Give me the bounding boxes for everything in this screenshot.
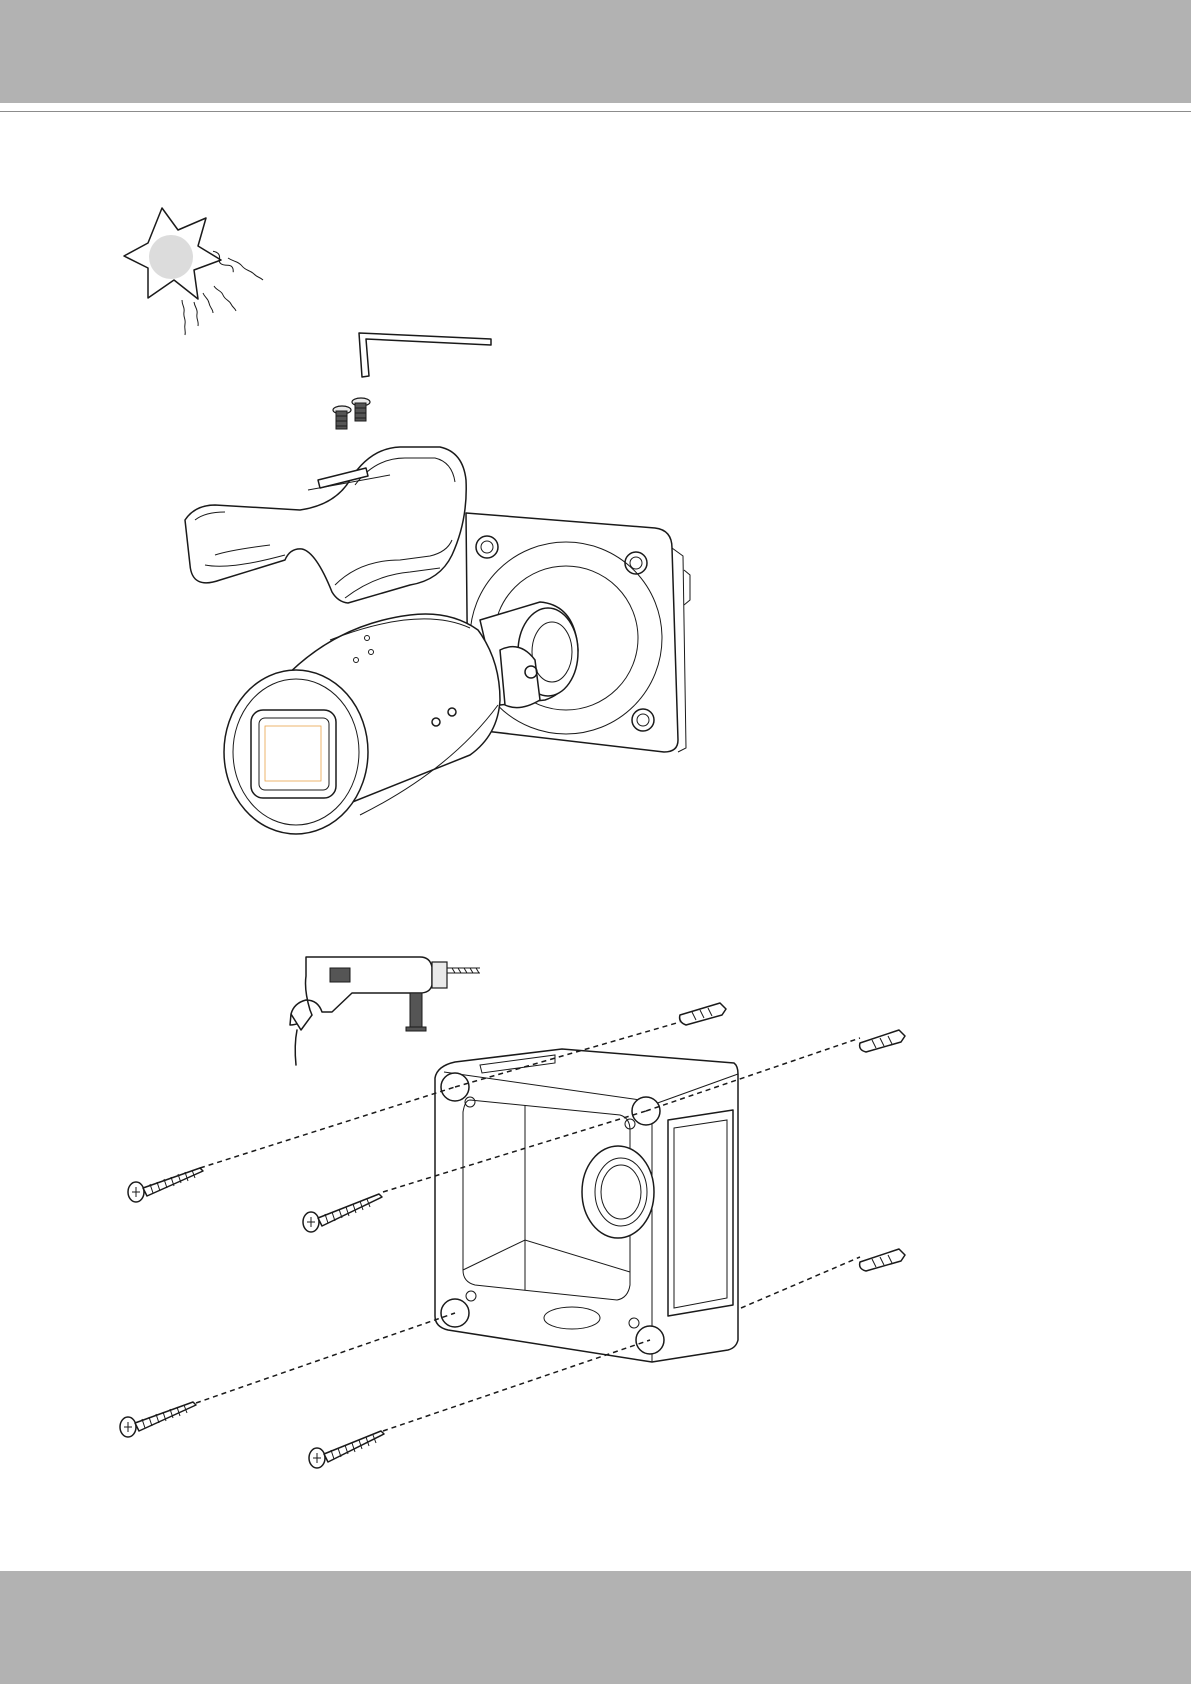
shield-screw-icon bbox=[352, 398, 370, 421]
wood-screw-icon bbox=[120, 1402, 196, 1437]
electric-drill-icon bbox=[290, 957, 480, 1065]
junction-box bbox=[435, 1049, 738, 1362]
allen-wrench-icon bbox=[359, 333, 491, 377]
plastic-anchor-icon bbox=[860, 1249, 905, 1271]
sun-shield bbox=[185, 447, 466, 603]
wood-screw-icon bbox=[128, 1168, 203, 1202]
sun-shield-figure bbox=[124, 208, 690, 834]
bullet-camera bbox=[224, 614, 500, 834]
plastic-anchor-icon bbox=[860, 1030, 905, 1052]
shield-screw-icon bbox=[333, 406, 351, 429]
sun-icon bbox=[124, 208, 263, 335]
wood-screw-icon bbox=[303, 1194, 382, 1232]
wood-screw-icon bbox=[309, 1431, 384, 1468]
junction-box-figure bbox=[120, 957, 905, 1468]
plastic-anchor-icon bbox=[680, 1003, 726, 1025]
